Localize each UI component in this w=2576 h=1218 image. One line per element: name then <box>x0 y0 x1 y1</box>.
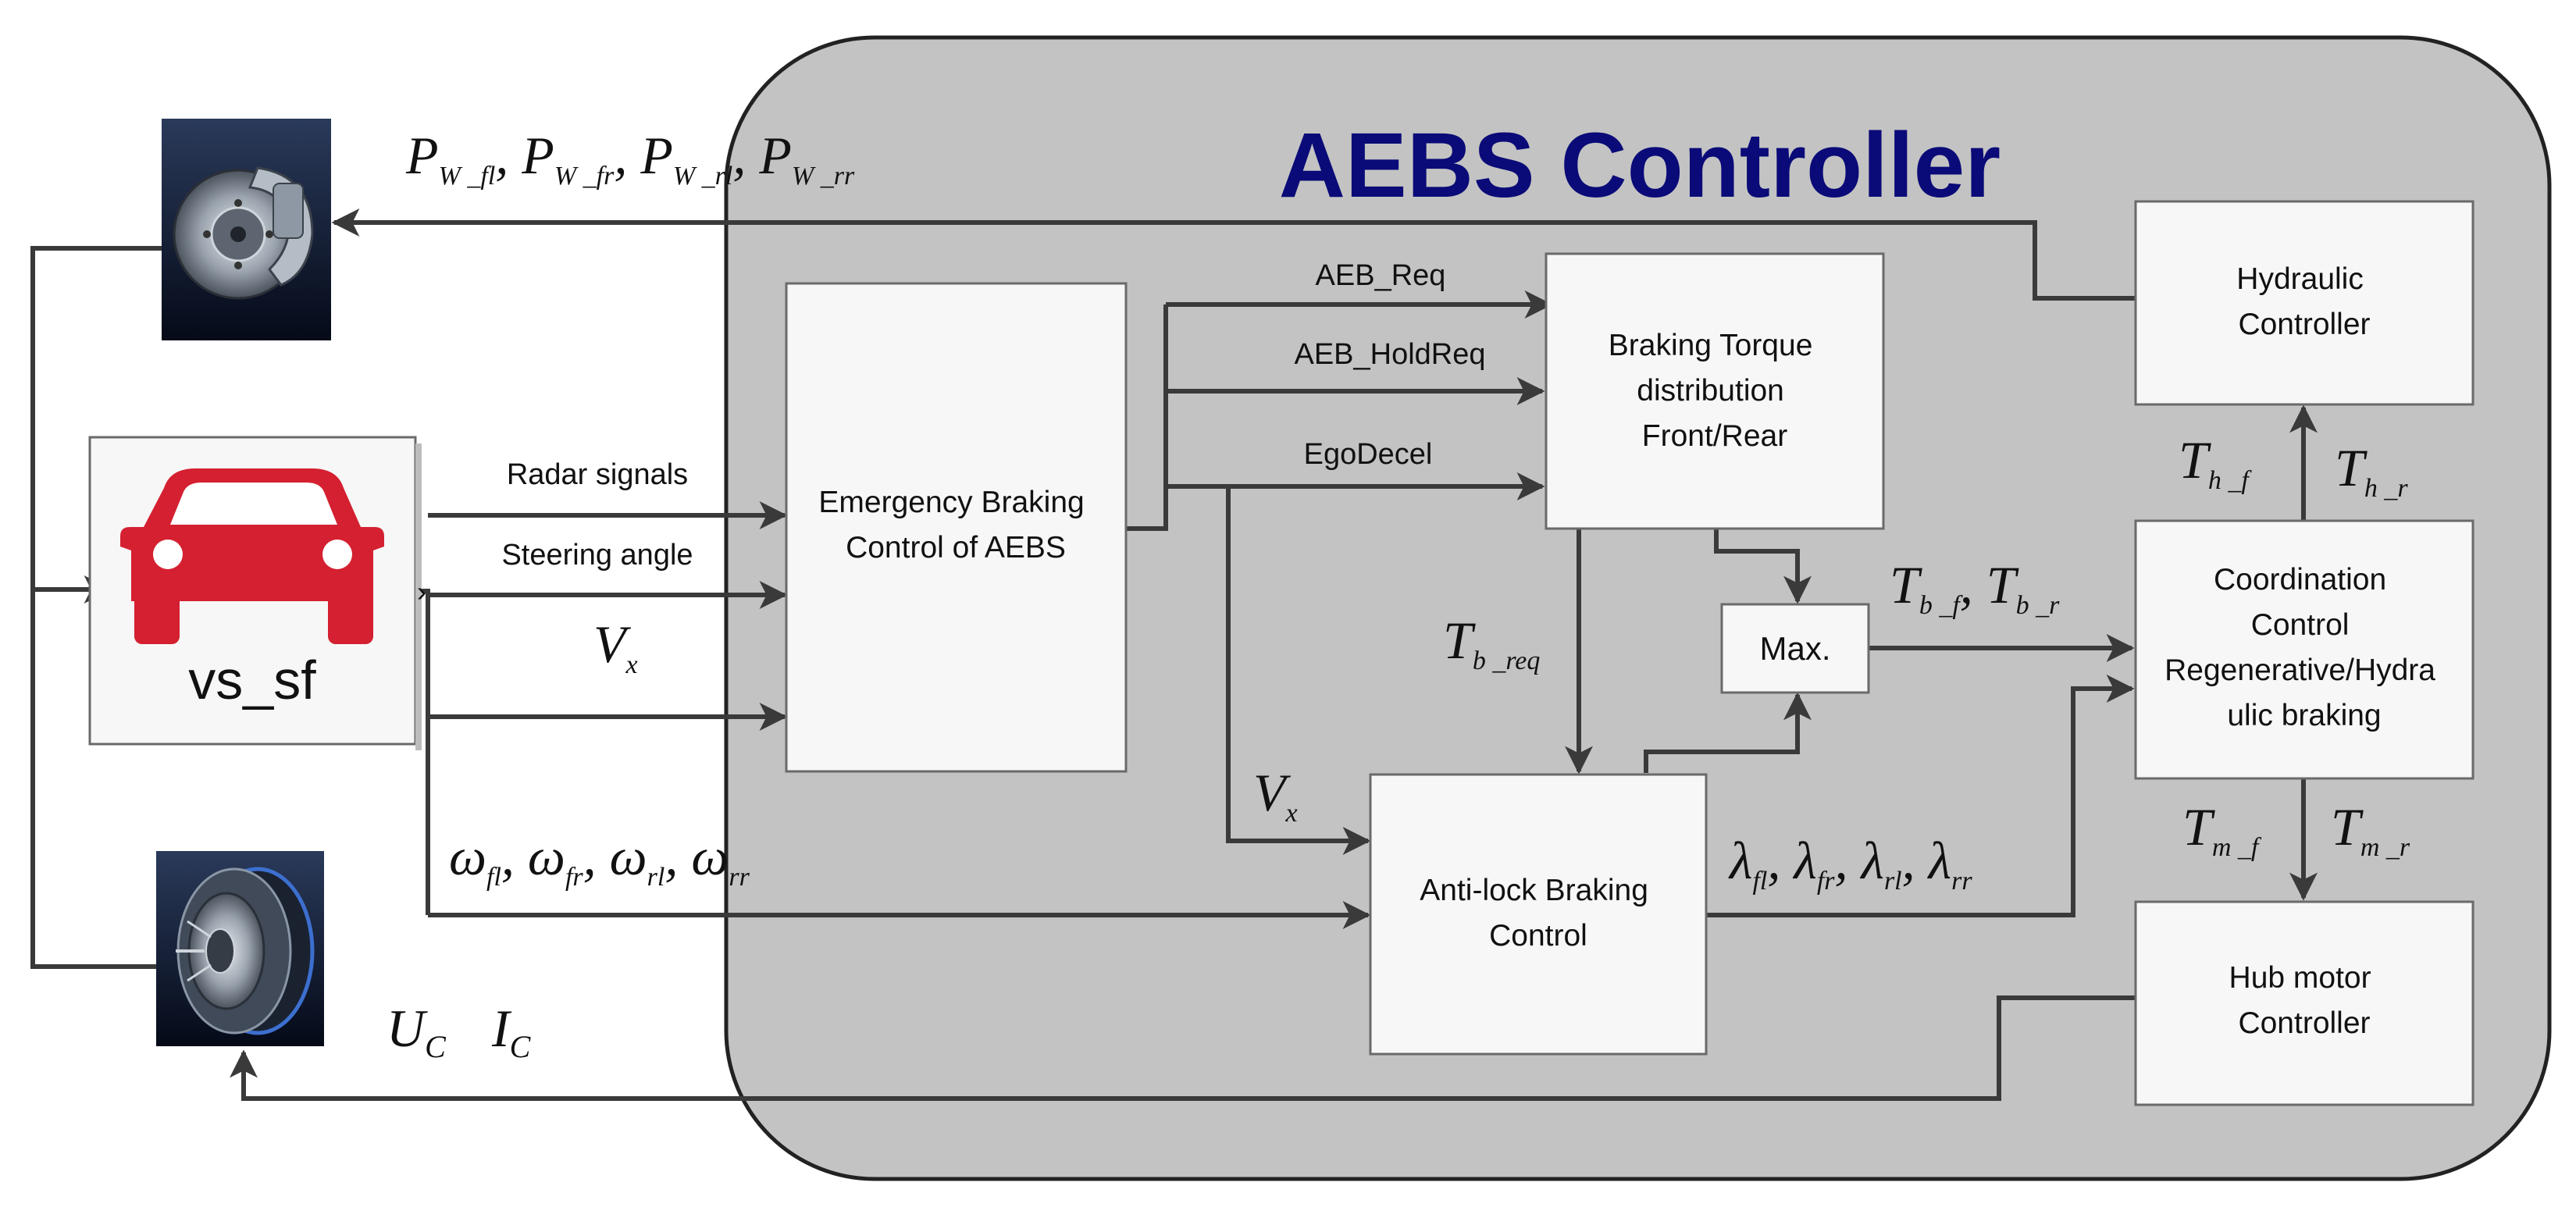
abs-line-1: Anti-lock Braking <box>1420 874 1648 907</box>
coordination-line-2: Control <box>2251 608 2350 642</box>
feedback-loop-wire <box>30 246 162 969</box>
th-r-label: Th _r <box>2335 438 2408 503</box>
hub-motor-icon <box>156 851 324 1046</box>
hub-motor-line-1: Hub motor <box>2229 961 2371 995</box>
coordination-line-1: Coordination <box>2214 563 2386 597</box>
abs-block <box>1369 773 1708 1056</box>
coordination-line-4: ulic braking <box>2227 699 2381 732</box>
abs-label: Anti-lock Braking Control <box>1420 874 1656 953</box>
egodecel-label: EgoDecel <box>1304 438 1433 471</box>
motor-current-wire <box>230 995 2136 1101</box>
vx-label: Vx <box>593 614 638 679</box>
emergency-braking-block <box>785 282 1128 773</box>
hydraulic-line-1: Hydraulic <box>2236 262 2364 296</box>
car-icon <box>120 468 384 644</box>
torque-distribution-block <box>1545 252 1885 530</box>
steering-angle-label: Steering angle <box>501 539 693 572</box>
abs-to-max-wire <box>1644 692 1812 773</box>
emergency-line-1: Emergency Braking <box>818 486 1084 519</box>
max-label: Max. <box>1759 630 1830 667</box>
vx-to-abs-wire <box>1226 486 1371 855</box>
hub-motor-controller-block <box>2134 900 2474 1106</box>
hydraulic-label: Hydraulic Controller <box>2236 262 2371 341</box>
hub-motor-label: Hub motor Controller <box>2229 961 2380 1040</box>
uc-label: UC <box>387 999 447 1064</box>
controller-title: AEBS Controller <box>1279 114 2001 217</box>
tm-r-label: Tm _r <box>2331 797 2410 862</box>
emergency-braking-label: Emergency Braking Control of AEBS <box>818 486 1092 564</box>
emergency-line-2: Control of AEBS <box>846 531 1066 564</box>
slip-ratio-label: λfl, λfr, λrl, λrr <box>1728 831 1972 896</box>
aebs-controller-region <box>724 35 2552 1181</box>
hub-motor-line-2: Controller <box>2238 1006 2370 1040</box>
tm-f-label: Tm _f <box>2182 797 2262 862</box>
coordination-label: Coordination Control Regenerative/Hydra … <box>2164 563 2444 732</box>
max-block <box>1720 603 1870 694</box>
tb-label: Tb _f, Tb _r <box>1890 555 2060 620</box>
slip-wire <box>1706 675 2135 917</box>
aeb-holdreq-label: AEB_HoldReq <box>1294 338 1485 371</box>
hydraulic-line-2: Controller <box>2238 308 2370 341</box>
abs-line-2: Control <box>1489 919 1587 953</box>
brake-disc-icon <box>162 119 331 340</box>
wheel-speed-label: ωfl, ωfr, ωrl, ωrr <box>449 827 750 892</box>
hydraulic-controller-block <box>2134 200 2474 406</box>
aeb-req-label: AEB_Req <box>1316 259 1446 292</box>
torque-to-max-wire <box>1714 529 1812 604</box>
vehicle-label: vs_sf <box>188 650 316 710</box>
th-f-label: Th _f <box>2179 430 2252 495</box>
tb-req-label: Tb _req <box>1443 611 1540 675</box>
torque-line-1: Braking Torque <box>1609 329 1813 362</box>
vehicle-output-port: › <box>417 575 426 607</box>
ic-label: IC <box>491 999 532 1064</box>
torque-distribution-label: Braking Torque distribution Front/Rear <box>1609 329 1821 453</box>
torque-line-2: distribution <box>1637 374 1784 408</box>
radar-signals-label: Radar signals <box>507 458 688 491</box>
pressure-wire <box>331 208 2136 301</box>
coordination-line-3: Regenerative/Hydra <box>2164 654 2435 687</box>
vehicle-block-shadow <box>415 443 422 750</box>
vx-abs-label: Vx <box>1253 763 1298 828</box>
pressure-signals-label: PW _fl, PW _fr, PW _rl, PW _rr <box>405 126 855 191</box>
coordination-control-block <box>2134 519 2474 780</box>
torque-line-3: Front/Rear <box>1642 419 1787 453</box>
ebc-out-wire <box>1127 304 1168 531</box>
